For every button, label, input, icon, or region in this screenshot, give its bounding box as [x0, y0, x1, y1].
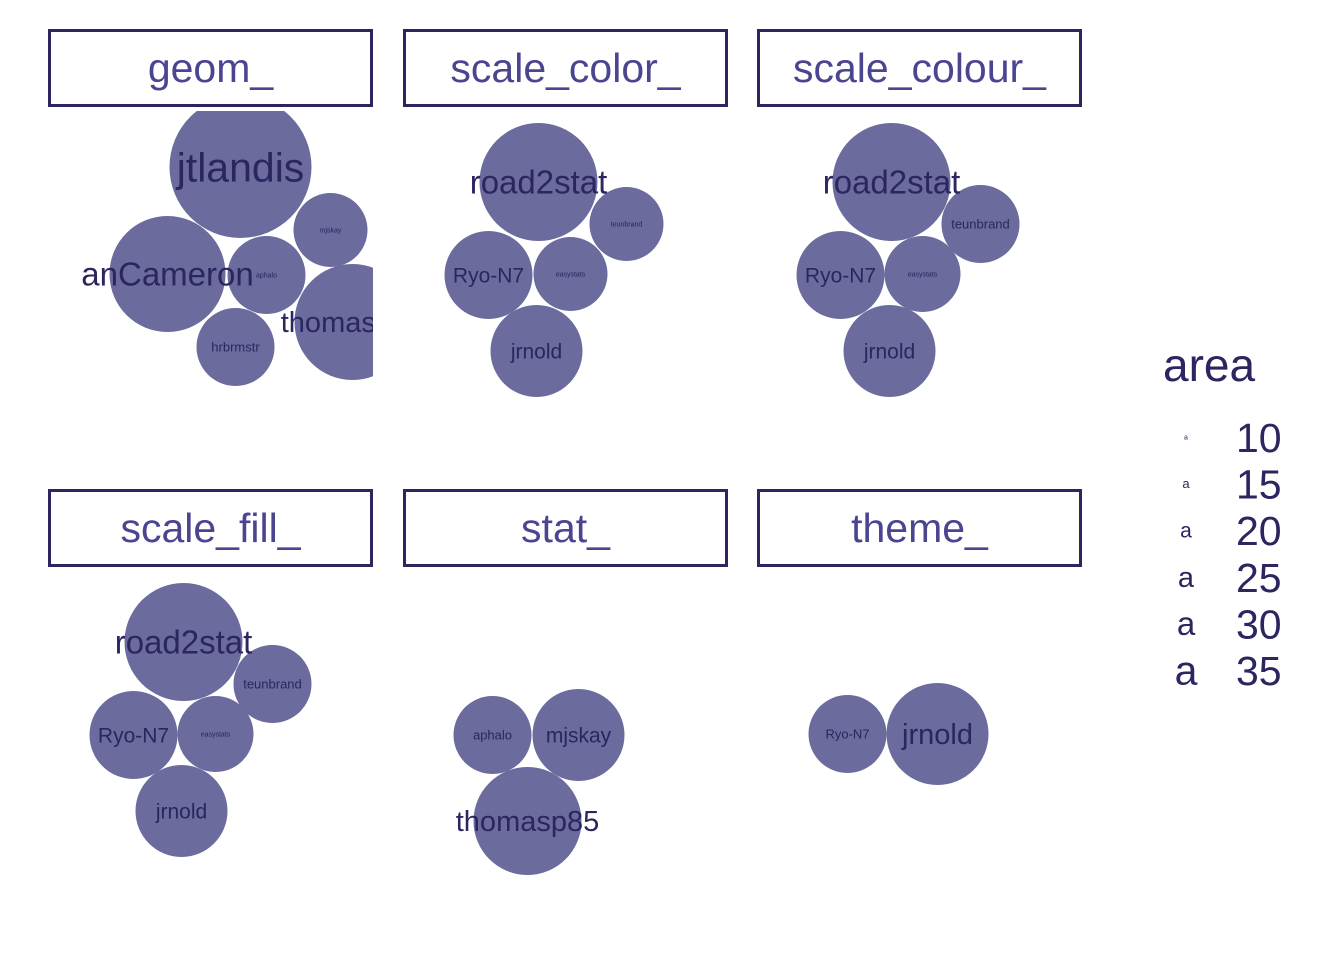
legend-label: 30 [1236, 601, 1282, 647]
bubble-label: road2stat [470, 164, 608, 201]
bubble-mjskay [293, 193, 368, 267]
bubble-label: easystats [556, 271, 586, 278]
bubble-group: aphalo mjskay thomasp85 [453, 689, 625, 875]
bubble-label: jtlandis [176, 144, 305, 190]
bubble-jtlandis [169, 111, 312, 238]
legend-label: 35 [1236, 648, 1282, 694]
bubble-thomasp85 [294, 264, 373, 380]
legend-title: area [1163, 339, 1255, 391]
facet-panel-geom: geom_ jtlandis anCameron thomasp85 aphalo hrb… [48, 29, 425, 386]
facet-strip-label: stat_ [521, 505, 611, 551]
facet-strip-box [757, 29, 1082, 107]
bubble-hrbrmstr [196, 308, 275, 386]
legend-key-glyph: a [1178, 562, 1195, 594]
bubble-label: Ryo-N7 [98, 724, 169, 747]
bubble-easystats [884, 236, 961, 312]
facet-strip-label: scale_colour_ [793, 45, 1047, 91]
legend-key-glyph: a [1184, 434, 1188, 441]
facet-strip-box [403, 29, 728, 107]
bubble-label: Ryo-N7 [805, 264, 876, 287]
bubble-label: hrbrmstr [211, 340, 260, 355]
bubble-aphalo [227, 236, 306, 314]
bubble-label: Ryo-N7 [825, 727, 869, 742]
bubble-jrnold [135, 765, 228, 857]
bubble-road2stat [124, 583, 243, 701]
bubble-easystats [533, 237, 608, 311]
bubble-ryo-n7 [796, 231, 885, 319]
facet-strip-label: scale_fill_ [120, 505, 301, 551]
bubble-label: anCameron [81, 256, 253, 293]
bubble-jrnold [843, 305, 936, 397]
bubble-label: teunbrand [951, 217, 1010, 232]
bubble-label: mjskay [546, 724, 612, 747]
facet-panel-stat: stat_aphalo mjskay thomasp85 [403, 489, 728, 875]
bubble-teunbrand [233, 645, 312, 723]
facet-panels: geom_ jtlandis anCameron thomasp85 aphalo hrb… [48, 29, 1082, 875]
bubble-road2stat [832, 123, 951, 241]
bubble-label: thomasp85 [281, 307, 425, 339]
legend-label: 10 [1236, 415, 1282, 461]
bubble-mjskay [532, 689, 625, 781]
bubble-label: jrnold [510, 340, 562, 363]
bubble-label: jrnold [901, 719, 973, 751]
bubble-label: Ryo-N7 [453, 264, 524, 287]
legend-key-glyph: a [1180, 520, 1192, 543]
bubble-label: easystats [201, 731, 231, 738]
facet-strip-box [757, 489, 1082, 567]
bubble-ryo-n7 [89, 691, 178, 779]
bubble-label: easystats [908, 271, 938, 278]
bubble-label: thomasp85 [456, 806, 600, 838]
bubble-label: road2stat [823, 164, 961, 201]
facet-strip-box [403, 489, 728, 567]
bubble-label: mjskay [320, 227, 342, 234]
bubble-label: teunbrand [611, 221, 643, 228]
bubble-label: teunbrand [243, 677, 302, 692]
bubble-group: Ryo-N7 jrnold [808, 683, 989, 785]
facet-strip-label: scale_color_ [450, 45, 681, 91]
facet-strip-label: geom_ [148, 45, 275, 91]
bubble-label: jrnold [155, 800, 207, 823]
legend-key-glyph: a [1175, 647, 1198, 693]
legend-key-glyph: a [1177, 605, 1196, 642]
bubble-ancameron [109, 216, 226, 332]
bubble-group: jtlandis anCameron thomasp85 aphalo hrbrmstr… [81, 111, 425, 386]
bubble-jrnold [490, 305, 583, 397]
bubble-teunbrand [589, 187, 664, 261]
legend-key-glyph: a [1182, 476, 1190, 491]
bubble-label: aphalo [473, 728, 512, 743]
bubble-aphalo [453, 696, 532, 774]
bubble-teunbrand [941, 185, 1020, 263]
bubble-jrnold [886, 683, 989, 785]
legend-label: 25 [1236, 555, 1282, 601]
bubble-road2stat [479, 123, 598, 241]
legend-label: 20 [1236, 508, 1282, 554]
bubble-easystats [177, 696, 254, 772]
size-legend: area a 10 a 15 a 20 a 25 a 30 a 35 [1163, 339, 1282, 694]
facet-strip-box [48, 489, 373, 567]
facet-strip-label: theme_ [851, 505, 989, 551]
facet-strip-box [48, 29, 373, 107]
facet-panel-theme: theme_ Ryo-N7 jrnold [757, 489, 1082, 785]
bubble-ryo-n7 [444, 231, 533, 319]
bubble-ryo-n7 [808, 695, 887, 773]
bubble-thomasp85 [473, 767, 582, 875]
bubble-label: road2stat [115, 624, 253, 661]
legend-label: 15 [1236, 462, 1282, 508]
bubble-label: aphalo [256, 272, 277, 279]
bubble-label: jrnold [863, 340, 915, 363]
